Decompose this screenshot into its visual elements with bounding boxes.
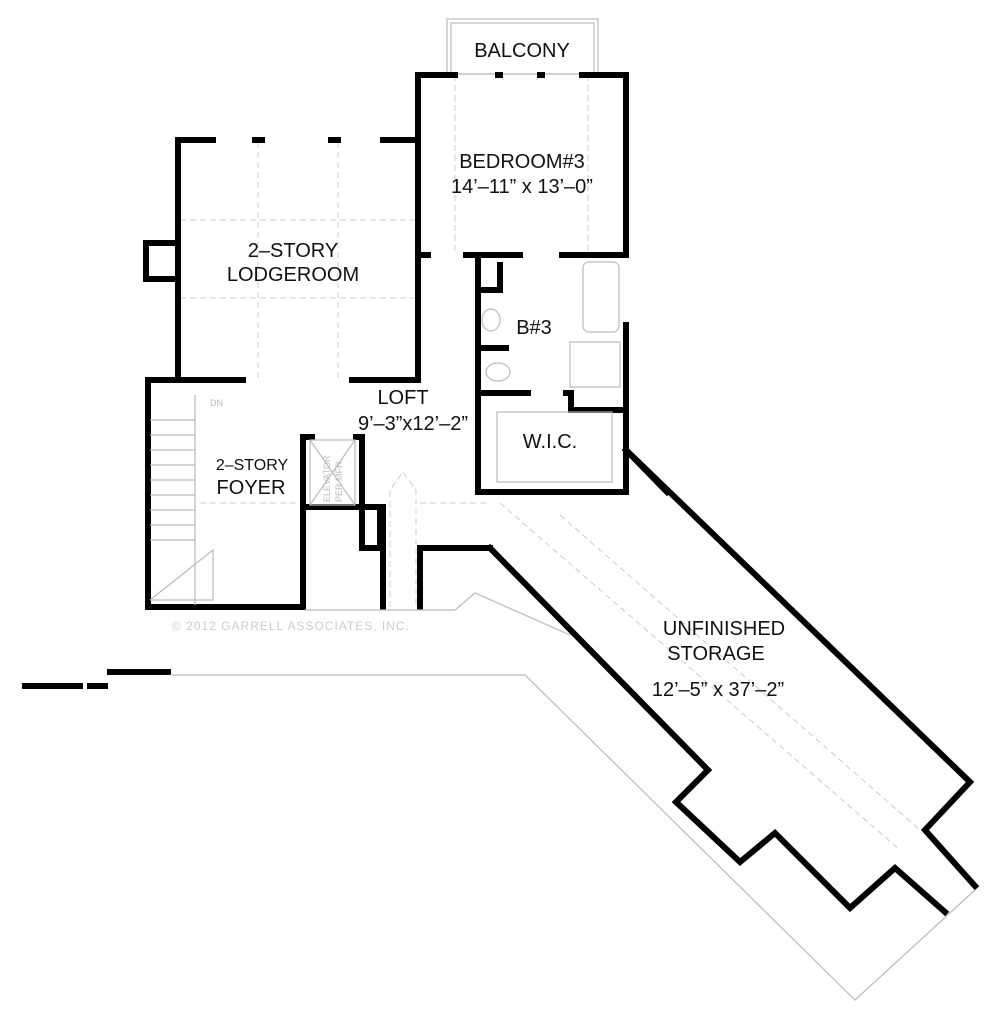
- label-storage-2: STORAGE: [667, 643, 764, 665]
- label-elevator-2: PER MFR.: [334, 459, 344, 502]
- label-lodgeroom-1: 2–STORY: [248, 240, 338, 262]
- walls: [22, 72, 980, 917]
- label-storage-1: UNFINISHED: [663, 618, 785, 640]
- label-storage-size: 12’–5” x 37’–2”: [652, 679, 784, 701]
- copyright-text: © 2012 GARRELL ASSOCIATES, INC.: [172, 619, 410, 633]
- label-elevator-1: ELEVATOR: [322, 455, 332, 502]
- label-loft-size: 9’–3”x12’–2”: [358, 413, 468, 435]
- label-wic: W.I.C.: [523, 431, 577, 453]
- label-foyer-1: 2–STORY: [216, 457, 289, 474]
- stairs: [150, 419, 195, 541]
- label-balcony: BALCONY: [474, 40, 570, 62]
- label-bedroom3: BEDROOM#3: [459, 151, 585, 173]
- label-bedroom3-size: 14’–11” x 13’–0”: [451, 176, 593, 198]
- ceiling-lines: [180, 75, 921, 851]
- label-lodgeroom-2: LODGEROOM: [227, 264, 359, 286]
- label-loft: LOFT: [377, 387, 428, 409]
- label-foyer-2: FOYER: [217, 477, 286, 499]
- label-bath3: B#3: [516, 317, 552, 339]
- label-stairs-down: DN: [210, 398, 223, 408]
- balcony: [446, 18, 599, 75]
- outline-lines: [149, 261, 976, 1001]
